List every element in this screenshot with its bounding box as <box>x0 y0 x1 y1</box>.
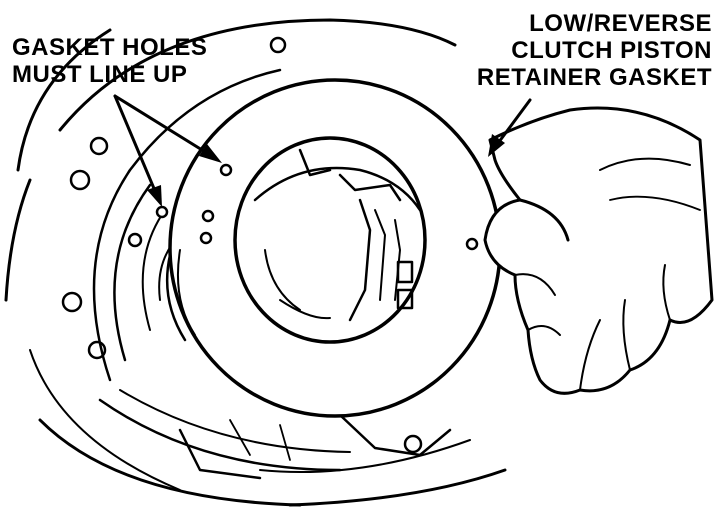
retainer-gasket-callout-line1: LOW/REVERSE <box>529 10 712 37</box>
arrowhead-upper <box>199 144 222 163</box>
leader-line-lower <box>113 94 160 200</box>
housing-flange <box>178 413 452 480</box>
retainer-gasket-callout-line3: RETAINER GASKET <box>476 64 712 91</box>
gasket-holes-callout-line2: MUST LINE UP <box>12 61 188 88</box>
pump-housing-rings <box>92 68 471 473</box>
arrowhead-gasket <box>488 134 505 157</box>
leader-line-upper <box>113 94 217 160</box>
clutch-pack <box>253 148 422 322</box>
retainer-gasket <box>168 78 502 418</box>
case-bolt-holes <box>61 36 423 454</box>
arrowhead-lower <box>147 185 162 207</box>
retainer-gasket-callout-line2: CLUTCH PISTON <box>511 37 712 64</box>
retainer-gasket-callout: LOW/REVERSE CLUTCH PISTON RETAINER GASKE… <box>412 10 712 91</box>
hand <box>483 106 714 395</box>
gasket-holes-callout-line1: GASKET HOLES <box>12 34 208 61</box>
bearing-race <box>165 249 196 342</box>
arrowheads <box>147 134 505 207</box>
transmission-case <box>4 18 507 507</box>
gasket-holes-callout: GASKET HOLES MUST LINE UP <box>12 34 272 88</box>
